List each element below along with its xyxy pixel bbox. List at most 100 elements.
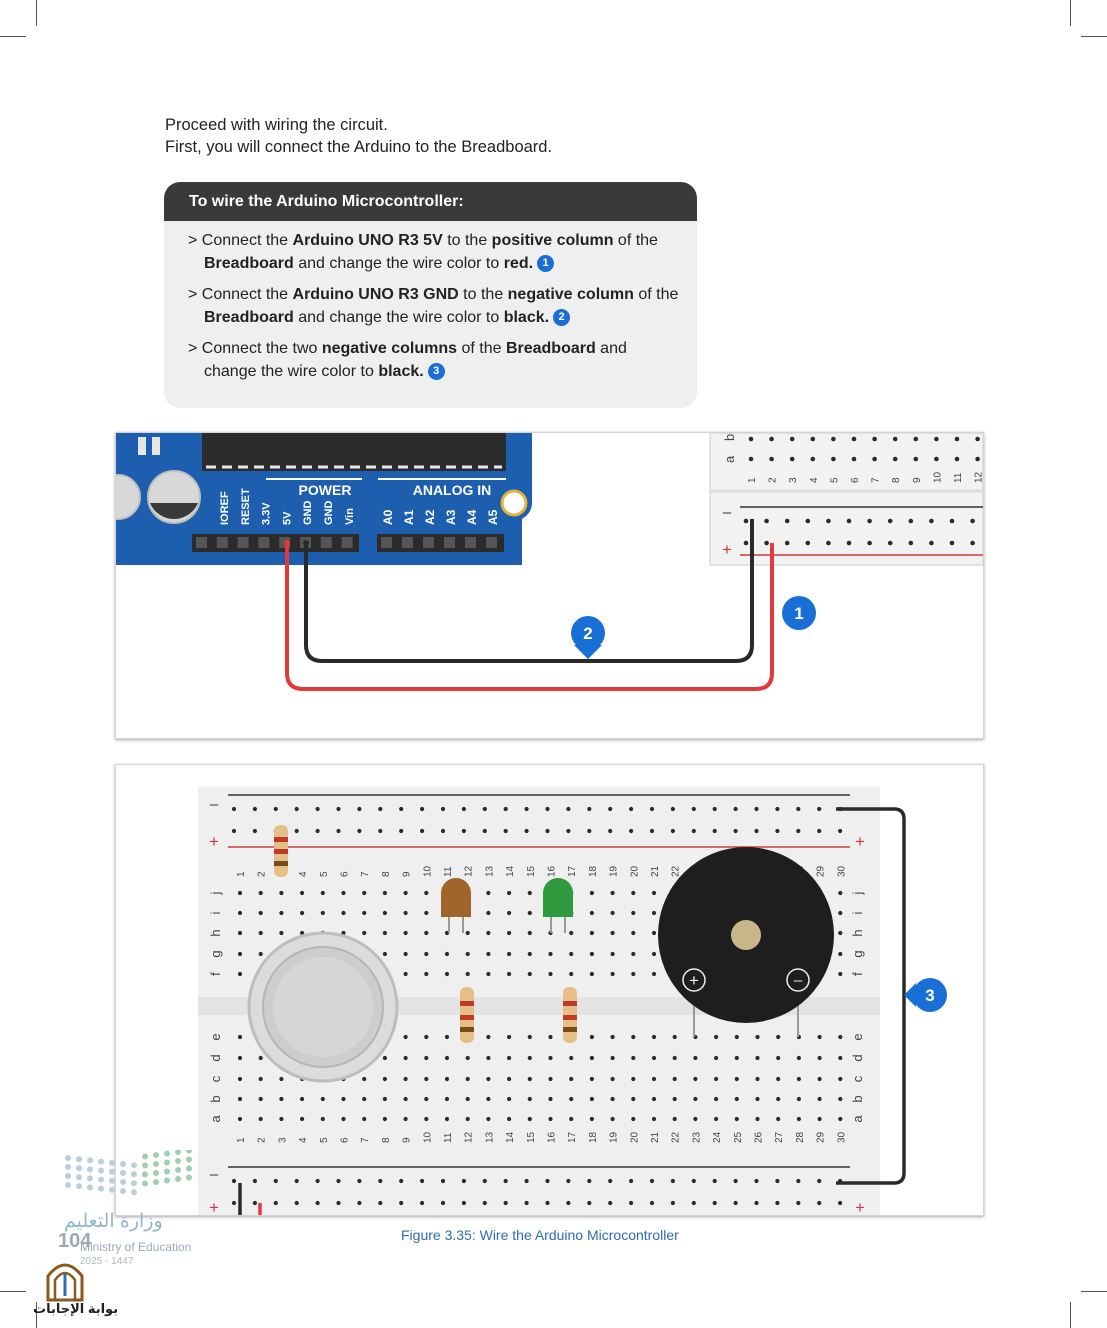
bb-col-label: 27 — [774, 1131, 785, 1143]
logo-dot — [131, 1171, 137, 1178]
bb-hole — [610, 971, 615, 977]
logo-dot — [87, 1184, 93, 1191]
bb-col-label: 14 — [505, 865, 516, 877]
rail-hole — [867, 518, 872, 524]
bb-hole — [403, 910, 408, 916]
step-text: > Connect the — [188, 286, 293, 303]
step-bold: negative columns — [321, 340, 458, 357]
step-bold: Breadboard — [505, 340, 596, 357]
bb-hole — [237, 971, 243, 977]
rail-hole — [231, 1200, 237, 1206]
bb-hole — [589, 890, 594, 896]
bb-hole — [444, 1096, 450, 1102]
pin-label: IOREF — [219, 491, 231, 525]
bb-hole — [610, 1076, 615, 1082]
bb-hole — [975, 456, 980, 462]
logo-dot — [120, 1161, 126, 1167]
bb-col-label: 11 — [443, 1132, 454, 1143]
buzzer-plus-ring — [682, 968, 706, 992]
bb-hole — [507, 1116, 512, 1122]
rail-hole — [743, 518, 749, 524]
bb-hole — [279, 1116, 284, 1122]
rail-hole — [357, 828, 362, 834]
rail-hole — [846, 540, 852, 546]
rail-hole — [817, 1200, 822, 1206]
bb-hole — [672, 1076, 677, 1082]
rail-hole — [908, 540, 914, 546]
logo-dot — [98, 1185, 104, 1192]
bb-col-label: 11 — [443, 866, 454, 877]
rail-hole — [503, 828, 508, 834]
bb-hole — [796, 1076, 802, 1082]
bb-hole — [486, 951, 491, 957]
bb-col-label: 16 — [547, 865, 558, 877]
bb-hole — [838, 1034, 843, 1040]
bb-hole — [279, 910, 284, 916]
power-label: POWER — [299, 482, 352, 498]
wire-end — [303, 540, 309, 546]
bb-hole — [569, 951, 574, 957]
bb-col-label: 10 — [932, 471, 943, 483]
bb-hole — [403, 1034, 408, 1040]
bb-hole — [362, 910, 367, 916]
bb-row-label: b — [722, 434, 737, 441]
rail-hole — [887, 518, 893, 524]
bb-hole — [569, 1055, 574, 1061]
portal-logo-icon — [46, 1263, 84, 1302]
bb-hole — [320, 890, 325, 896]
resistor-band — [274, 837, 288, 842]
bb-col-label: 22 — [671, 1131, 682, 1143]
rail-hole — [231, 828, 237, 834]
bb-row-label: d — [208, 1054, 223, 1061]
bb-col-label: 5 — [319, 871, 330, 877]
logo-dot — [87, 1157, 93, 1164]
bb-hole — [672, 1096, 677, 1102]
bb-hole — [444, 1116, 450, 1122]
rail-hole — [908, 518, 914, 524]
rail-hole — [629, 828, 634, 834]
bb-row-label: j — [208, 891, 223, 895]
bb-hole — [610, 1055, 615, 1061]
bb-hole — [507, 1096, 512, 1102]
bb-hole — [913, 456, 919, 462]
bb-hole — [548, 1076, 553, 1082]
intro-line-1: Proceed with wiring the circuit. — [165, 116, 388, 134]
logo-dot-pattern — [65, 1150, 192, 1196]
bb-hole — [548, 951, 553, 957]
bb-hole — [507, 890, 512, 896]
bb-hole — [527, 890, 532, 896]
rail-hole — [733, 806, 738, 812]
header-hole — [423, 537, 434, 548]
rail-hole — [949, 518, 955, 524]
bb-hole — [831, 456, 836, 462]
step-text: of the — [633, 286, 679, 303]
rail-hole — [733, 1178, 738, 1184]
rail-hole — [838, 1200, 843, 1206]
crop-mark — [1081, 36, 1107, 37]
rail-hole — [796, 1178, 801, 1184]
rail-hole — [691, 1178, 696, 1184]
rail-hole — [399, 828, 404, 834]
bb-hole — [796, 1096, 802, 1102]
bb-hole — [444, 1055, 450, 1061]
bb-hole — [362, 1116, 367, 1122]
analog-pin-label: A5 — [486, 509, 500, 525]
ministry-logo-dots — [65, 1150, 192, 1196]
bb-hole — [796, 1055, 802, 1061]
bb-row-label: a — [722, 455, 737, 463]
bb-col-label: 2 — [257, 1137, 268, 1143]
logo-dot — [164, 1177, 170, 1184]
bb-hole — [589, 971, 594, 977]
bb-hole — [341, 1096, 346, 1102]
header-hole — [216, 537, 228, 548]
bb-hole — [631, 890, 636, 896]
rail-hole — [482, 828, 487, 834]
bb-hole — [817, 1116, 822, 1122]
bb-hole — [569, 1096, 574, 1102]
bb-hole — [838, 930, 843, 936]
buzzer-plus-sign: + — [689, 971, 699, 990]
bb-hole — [610, 951, 615, 957]
bb-hole — [527, 971, 532, 977]
bb-hole — [838, 910, 843, 916]
